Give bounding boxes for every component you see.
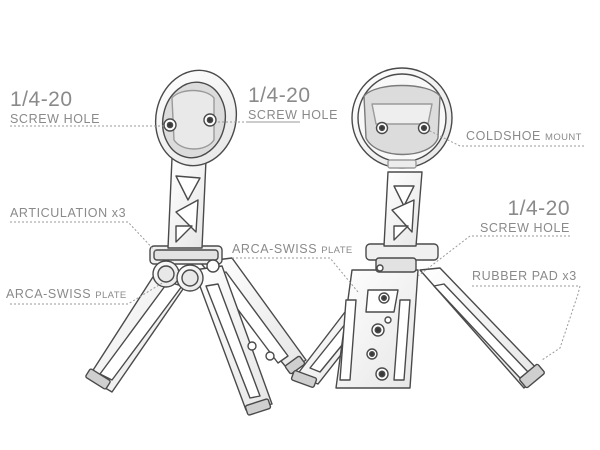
screw-hole-mid-size: 1/4-20 [248,84,311,107]
right-head [351,67,453,169]
screw-hole-mid-text: SCREW HOLE [248,108,339,122]
callout-coldshoe: COLDSHOE MOUNT [466,130,582,143]
callout-arca-left: ARCA-SWISS PLATE [6,288,127,301]
left-leg-middle [193,265,275,416]
leader-articulation [10,221,157,253]
screw-hole-right-size: 1/4-20 [507,197,570,220]
arca-left-main: ARCA-SWISS [6,287,92,301]
leader-lines [10,121,584,361]
left-leg-front [85,265,193,393]
left-head [154,69,238,167]
screw-hole-right-text: SCREW HOLE [479,221,570,235]
callout-arca-mid: ARCA-SWISS PLATE [232,243,353,256]
right-hinge [365,243,439,273]
callout-articulation: ARTICULATION x3 [10,206,127,220]
leader-arca-mid [232,257,359,293]
coldshoe-main: COLDSHOE [466,129,541,143]
left-stem [167,157,207,249]
right-tripod [290,67,545,389]
arca-left-small: PLATE [95,290,127,301]
callout-screw-hole-left: 1/4-20 SCREW HOLE [10,89,100,126]
right-leg-right [419,267,545,389]
leader-rubber-pad [541,285,581,361]
leader-coldshoe [427,129,584,147]
right-arca-plate [335,269,419,389]
callout-screw-hole-mid: 1/4-20 SCREW HOLE [248,85,338,122]
leader-screw-hole-right [417,235,570,277]
arca-mid-small: PLATE [321,245,353,256]
callout-rubber-pad: RUBBER PAD x3 [472,269,577,283]
right-stem [383,171,423,247]
coldshoe-small: MOUNT [545,132,582,143]
left-tripod [85,69,307,416]
left-hinge [149,245,223,292]
screw-hole-left-text: SCREW HOLE [10,112,101,126]
screw-hole-left-size: 1/4-20 [10,88,73,111]
leader-arca-left [10,281,165,305]
arca-mid-main: ARCA-SWISS [232,242,318,256]
callout-screw-hole-right: 1/4-20 SCREW HOLE [480,198,570,235]
